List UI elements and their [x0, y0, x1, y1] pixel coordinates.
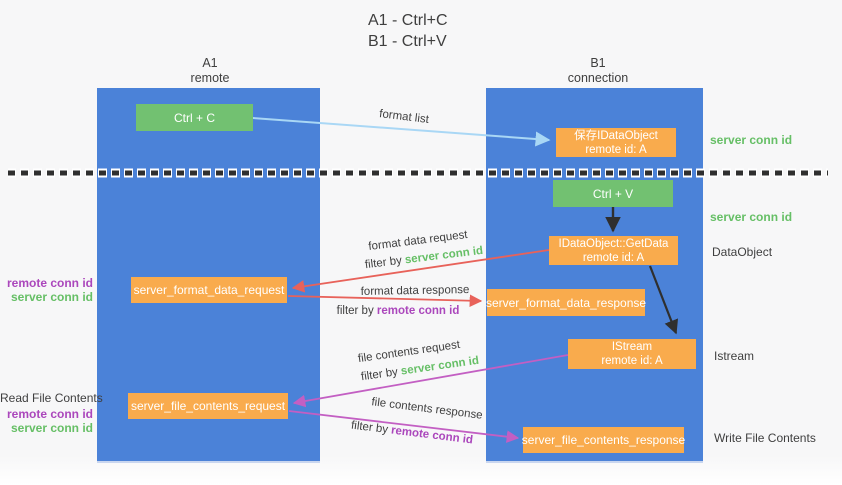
node-server-file-contents-response: server_file_contents_response — [522, 427, 685, 453]
right-label-server-conn-id-2: server conn id — [710, 210, 793, 224]
node-server-format-data-response: server_format_data_response — [486, 289, 646, 316]
diagram-title: A1 - Ctrl+C B1 - Ctrl+V — [368, 10, 448, 52]
column-a1-subtitle: remote — [190, 71, 230, 85]
filter-key-remote: remote conn id — [376, 305, 460, 317]
node-server-format-data-request: server_format_data_request — [131, 277, 287, 303]
right-label-server-conn-id-1: server conn id — [710, 133, 793, 147]
istream-line1: IStream — [611, 341, 653, 353]
column-header-b1: B1 connection — [538, 56, 658, 86]
right-label-dataobject: DataObject — [712, 245, 773, 259]
label-filter-remote-1: filter by remote conn id — [337, 305, 460, 317]
left-label-server-conn-id-2: server conn id — [10, 421, 93, 435]
column-b1-subtitle: connection — [567, 71, 629, 85]
left-label-read-file-contents: Read File Contents — [0, 391, 103, 405]
title-line-2: B1 - Ctrl+V — [368, 33, 447, 50]
left-label-remote-conn-id-2: remote conn id — [6, 407, 93, 421]
filter-prefix: filter by — [336, 305, 374, 317]
getdata-line2: remote id: A — [582, 251, 645, 264]
title-line-1: A1 - Ctrl+C — [368, 12, 448, 29]
istream-line2: remote id: A — [601, 355, 663, 367]
getdata-line1: IDataObject::GetData — [558, 237, 669, 250]
node-istream: IStream remote id: A — [568, 339, 696, 369]
label-file-contents-response: file contents response — [370, 396, 484, 422]
column-b1-name: B1 — [590, 56, 606, 70]
node-ctrl-c: Ctrl + C — [136, 104, 253, 131]
node-ctrl-v: Ctrl + V — [553, 180, 673, 207]
filter-prefix: filter by — [350, 419, 389, 436]
filter-key-remote: remote conn id — [390, 424, 474, 447]
label-format-data-response: format data response — [360, 284, 470, 298]
right-label-istream: Istream — [714, 349, 755, 363]
filter-prefix: filter by — [364, 254, 403, 272]
node-idataobject-getdata: IDataObject::GetData remote id: A — [549, 236, 678, 265]
save-idataobject-line1: 保存IDataObject — [574, 129, 658, 142]
label-filter-remote-2: filter by remote conn id — [350, 420, 473, 447]
filter-prefix: filter by — [360, 366, 399, 384]
left-label-server-conn-id-1: server conn id — [10, 290, 93, 304]
label-format-list: format list — [378, 108, 430, 126]
node-server-file-contents-request: server_file_contents_request — [128, 393, 288, 419]
save-idataobject-line2: remote id: A — [585, 143, 647, 156]
left-label-remote-conn-id-1: remote conn id — [6, 276, 93, 290]
right-label-write-file-contents: Write File Contents — [714, 431, 816, 445]
column-a1-name: A1 — [202, 56, 218, 70]
node-save-idataobject: 保存IDataObject remote id: A — [556, 128, 676, 157]
column-header-a1: A1 remote — [150, 56, 270, 86]
filter-key-server: server conn id — [404, 244, 484, 267]
filter-key-server: server conn id — [400, 354, 480, 378]
